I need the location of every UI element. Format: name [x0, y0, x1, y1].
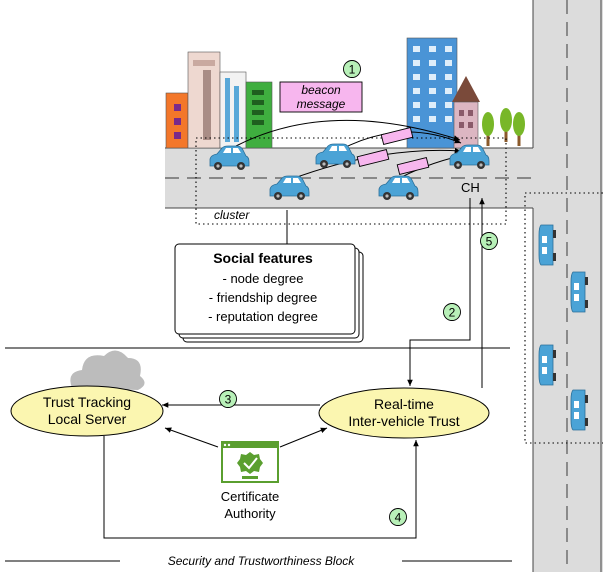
- flow-arrows: [103, 198, 485, 539]
- realtime-trust-label: Real-time: [374, 396, 434, 412]
- svg-text:5: 5: [486, 235, 493, 249]
- trust-tracking-server-node: [10, 385, 164, 437]
- social-features-card: [174, 243, 364, 343]
- beacon-message-label: beacon: [301, 83, 341, 97]
- ca-label: Authority: [224, 506, 276, 521]
- ca-label: Certificate: [221, 489, 280, 504]
- block-caption: Security and Trustworthiness Block: [168, 554, 356, 568]
- social-feature-item: - reputation degree: [208, 309, 318, 324]
- step-badge: 3: [219, 390, 237, 408]
- beacon-message-label-box: [279, 81, 363, 113]
- trust-server-label: Trust Tracking: [43, 394, 131, 410]
- social-feature-item: - node degree: [223, 271, 304, 286]
- trust-server-label: Local Server: [48, 411, 127, 427]
- vertical-cluster-boundary: [524, 192, 603, 444]
- svg-text:4: 4: [395, 511, 402, 525]
- cluster-head-label: CH: [461, 180, 480, 195]
- svg-text:1: 1: [349, 63, 356, 77]
- realtime-trust-label: Inter-vehicle Trust: [348, 413, 459, 429]
- realtime-trust-node: [318, 387, 490, 439]
- cloud-icon: [70, 350, 145, 390]
- svg-text:3: 3: [225, 393, 232, 407]
- beacon-message-label: message: [297, 97, 346, 111]
- step-badge: 2: [443, 303, 461, 321]
- social-feature-item: - friendship degree: [209, 290, 317, 305]
- road-network: [165, 0, 603, 572]
- certificate-icon: [221, 441, 279, 483]
- step-badge: 5: [480, 232, 498, 250]
- step-badge: 4: [389, 508, 407, 526]
- city-buildings: [165, 37, 525, 149]
- step-badge: 1: [343, 60, 361, 78]
- svg-text:2: 2: [449, 306, 456, 320]
- cluster-label: cluster: [214, 208, 250, 222]
- social-features-title: Social features: [213, 250, 313, 266]
